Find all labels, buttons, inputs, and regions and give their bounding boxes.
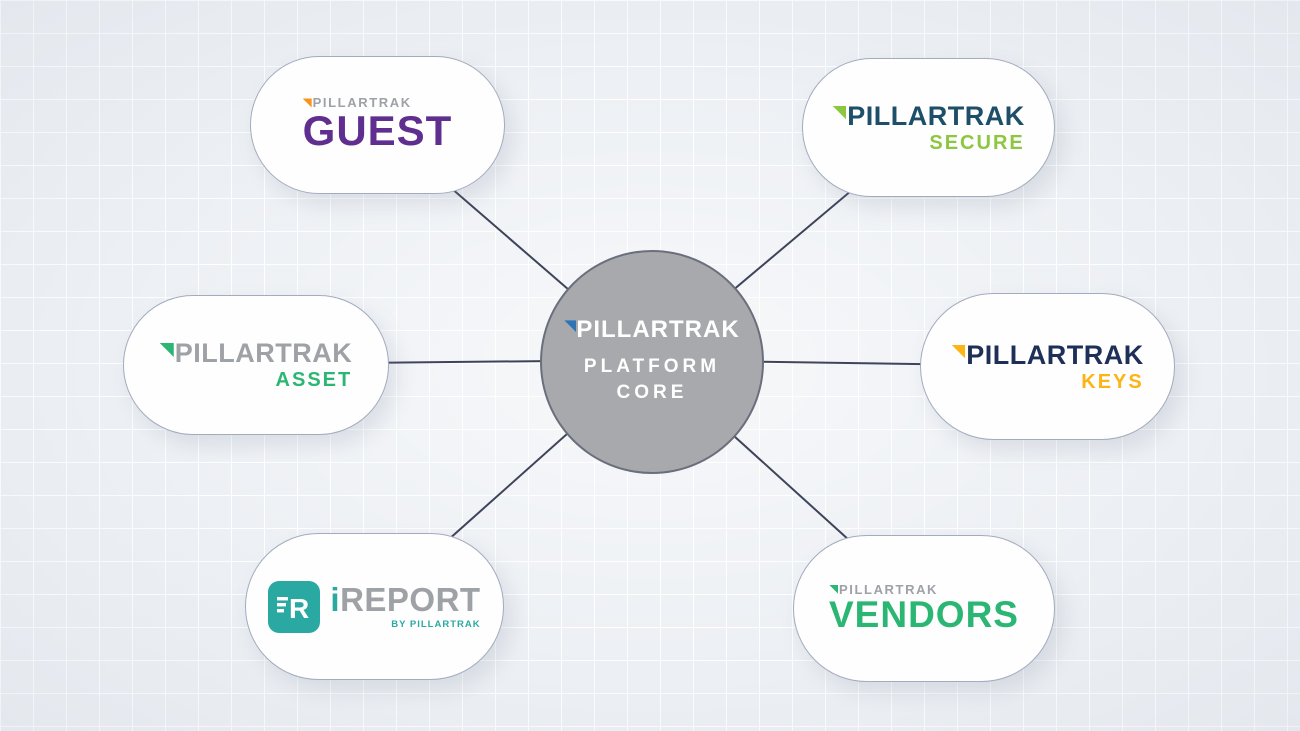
guest-product-text: GUEST (302, 107, 453, 155)
asset-product-text: ASSET (275, 369, 353, 391)
ireport-name-prefix: i (330, 581, 341, 618)
node-secure: PILLARTRAK SECURE (802, 58, 1055, 197)
vendors-logo: PILLARTRAK VENDORS (829, 583, 1019, 635)
ireport-logo: R iREPORT BY PILLARTRAK (268, 580, 480, 633)
node-asset: PILLARTRAK ASSET (123, 295, 389, 435)
core-label-line1: PLATFORM (583, 356, 721, 378)
keys-brand-row: PILLARTRAK (951, 339, 1144, 370)
vendors-brand-row: PILLARTRAK (829, 583, 1019, 596)
node-vendors: PILLARTRAK VENDORS (793, 535, 1055, 682)
ireport-name-rest: REPORT (340, 581, 481, 618)
brand-accent-triangle-icon (159, 343, 174, 357)
secure-product-text: SECURE (929, 131, 1025, 154)
vendors-brand-text: PILLARTRAK (839, 581, 939, 597)
ireport-app-icon: R (268, 580, 321, 633)
keys-brand-text: PILLARTRAK (966, 339, 1144, 370)
core-brand-row: PILLARTRAK (564, 318, 739, 342)
vendors-product-text: VENDORS (829, 593, 1019, 635)
ireport-icon-letter: R (289, 593, 309, 624)
secure-brand-text: PILLARTRAK (847, 100, 1025, 131)
keys-product-text: KEYS (1081, 370, 1144, 393)
guest-brand-row: PILLARTRAK (302, 95, 453, 111)
secure-logo: PILLARTRAK SECURE (832, 100, 1025, 154)
keys-logo: PILLARTRAK KEYS (951, 339, 1144, 393)
node-keys: PILLARTRAK KEYS (920, 293, 1175, 440)
secure-brand-row: PILLARTRAK (832, 100, 1025, 131)
core-label: PLATFORM CORE (584, 354, 720, 405)
brand-accent-triangle-icon (829, 584, 838, 594)
core-brand-text: PILLARTRAK (576, 316, 740, 344)
node-ireport: R iREPORT BY PILLARTRAK (245, 533, 504, 680)
brand-accent-triangle-icon (832, 105, 847, 120)
node-platform-core: PILLARTRAK PLATFORM CORE (540, 250, 764, 474)
brand-accent-triangle-icon (302, 98, 312, 108)
asset-brand-row: PILLARTRAK (159, 338, 353, 368)
core-label-line2: CORE (616, 382, 688, 403)
brand-accent-triangle-icon (564, 320, 577, 333)
guest-logo: PILLARTRAK GUEST (302, 95, 453, 155)
ireport-wordmark: iREPORT BY PILLARTRAK (330, 583, 480, 630)
asset-brand-text: PILLARTRAK (174, 338, 353, 368)
ireport-byline: BY PILLARTRAK (391, 619, 481, 630)
guest-brand-text: PILLARTRAK (312, 95, 412, 111)
brand-accent-triangle-icon (951, 344, 966, 359)
ireport-name: iREPORT (330, 583, 480, 616)
asset-logo: PILLARTRAK ASSET (159, 338, 353, 391)
node-guest: PILLARTRAK GUEST (250, 56, 505, 194)
